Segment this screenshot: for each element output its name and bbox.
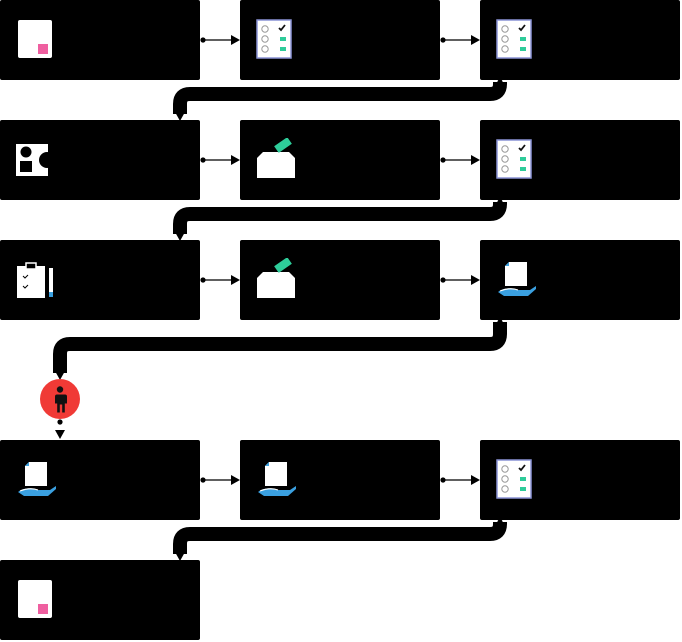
- ballot-box-icon: [257, 258, 295, 298]
- step-card: [240, 0, 440, 80]
- step-label: [550, 130, 670, 190]
- connector-dot: [57, 419, 63, 425]
- checklist-icon: [496, 459, 532, 499]
- arrow-head: [175, 552, 185, 561]
- step-card: [240, 440, 440, 520]
- ballot-box-icon: [257, 138, 295, 178]
- arrow-head: [231, 155, 240, 165]
- hand-document-icon: [498, 262, 536, 296]
- arrow-head: [231, 35, 240, 45]
- step-card: [480, 120, 680, 200]
- arrow-head: [175, 112, 185, 121]
- step-card: [480, 240, 680, 320]
- wrap-connector: [173, 197, 507, 234]
- step-card: [480, 440, 680, 520]
- checklist-icon: [496, 19, 532, 59]
- arrow-head: [471, 155, 480, 165]
- hand-document-icon: [258, 462, 296, 496]
- step-label: [310, 450, 430, 510]
- arrow-head: [471, 35, 480, 45]
- checklist-icon: [496, 139, 532, 179]
- step-card: [0, 0, 200, 80]
- step-label: [310, 10, 430, 70]
- step-label: [550, 250, 670, 310]
- document-pink-icon: [18, 580, 52, 618]
- step-label: [70, 130, 190, 190]
- actor-badge: [40, 379, 80, 419]
- arrow-head: [231, 275, 240, 285]
- step-card: [480, 0, 680, 80]
- step-card: [0, 440, 200, 520]
- wrap-connector: [173, 77, 507, 114]
- wrap-connector: [173, 517, 507, 554]
- document-pink-icon: [18, 20, 52, 58]
- step-label: [70, 10, 190, 70]
- arrow-head: [175, 232, 185, 241]
- step-label: [550, 450, 670, 510]
- shapes-icon: [16, 144, 55, 176]
- step-card: [240, 240, 440, 320]
- arrow-head: [471, 475, 480, 485]
- wrap-connector: [53, 322, 507, 373]
- step-card: [0, 560, 200, 640]
- step-label: [550, 10, 670, 70]
- arrow-head: [471, 275, 480, 285]
- hand-document-icon: [18, 462, 56, 496]
- step-label: [310, 130, 430, 190]
- step-label: [310, 250, 430, 310]
- arrow-head: [55, 430, 65, 439]
- arrow-head: [231, 475, 240, 485]
- step-label: [70, 450, 190, 510]
- step-card: [0, 240, 200, 320]
- person-icon: [55, 386, 67, 413]
- arrow-head: [55, 371, 65, 380]
- step-card: [240, 120, 440, 200]
- step-label: [70, 570, 190, 630]
- step-label: [70, 250, 190, 310]
- checklist-icon: [256, 19, 292, 59]
- clipboard-pencil-icon: [17, 262, 53, 298]
- step-card: [0, 120, 200, 200]
